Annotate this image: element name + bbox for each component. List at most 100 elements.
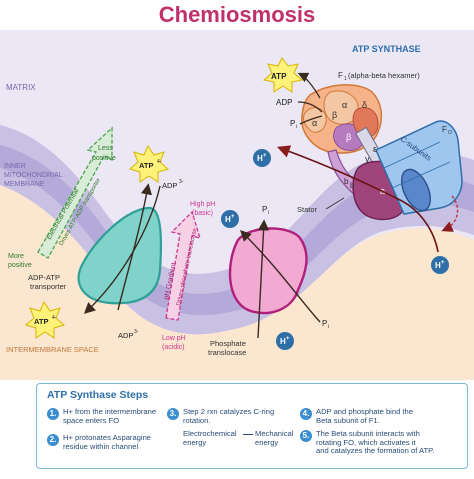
atp4-star-bottom	[24, 300, 66, 339]
greek-beta-2: β	[346, 132, 351, 142]
atp-synthase-label: ATP SYNTHASE	[352, 44, 421, 54]
low-ph-label-1: Low pH	[162, 335, 186, 342]
c-ring-line-2	[391, 161, 451, 189]
adp3-top-label: ADP	[162, 181, 177, 190]
more-positive-2: positive	[8, 262, 32, 269]
adp-atp-transporter-label-2: transporter	[30, 282, 67, 291]
less-positive-2: positive	[92, 155, 116, 162]
greek-gamma: γ	[365, 154, 370, 164]
rotation-arrow	[441, 195, 459, 232]
adp-atp-transporter-label-1: ADP-ATP	[28, 273, 60, 282]
synthase-pi-label: P	[290, 119, 295, 128]
translocase-pi-bottom: P	[322, 319, 327, 328]
inner-membrane-label-3: MEMBRANE	[4, 181, 45, 188]
energy-arrow	[243, 434, 253, 436]
atp4-top-charge: 4-	[157, 159, 162, 165]
atp4-top-label: ATP	[139, 161, 153, 170]
h-plus-left-charge: +	[231, 214, 235, 220]
synthase-adp-label: ADP	[276, 98, 292, 107]
translocase-pi-top: P	[262, 205, 267, 214]
atp-star-synthase	[262, 57, 304, 93]
phosphate-translocase	[228, 227, 308, 315]
h-plus-right-text: H	[435, 261, 441, 270]
adp3-bottom-charge: 3-	[134, 329, 139, 335]
h-plus-synthase: H +	[253, 149, 271, 167]
matrix-label: MATRIX	[6, 83, 36, 92]
atp4-bottom-charge: 4-	[52, 315, 57, 321]
c-ring-end	[400, 168, 432, 212]
steps-panel: ATP Synthase Steps 1. H+ from the interm…	[36, 383, 468, 469]
ph-gradient-arrow	[165, 210, 201, 321]
stator-pointer	[325, 197, 345, 210]
h-plus-left-text: H	[225, 215, 231, 224]
h-plus-right-charge: +	[441, 260, 445, 266]
synthase-pi-sub: i	[296, 124, 297, 130]
high-ph-label-2: (basic)	[192, 210, 213, 217]
electrical-potential-arrow	[37, 126, 113, 259]
step-1-text: H+ from the intermembrane space enters F…	[63, 407, 173, 425]
energy-from-line-1: Electrochemical	[183, 429, 237, 438]
greek-b-1: b	[344, 177, 349, 186]
step-2-text: H+ protonates Asparagine residue within …	[63, 433, 173, 451]
intermembrane-region	[0, 185, 474, 380]
step-3-text: Step 2 rxn catalyzes C-ring rotation.	[183, 407, 293, 425]
h-plus-bottom: H +	[276, 332, 294, 350]
energy-to: Mechanical energy	[255, 429, 293, 447]
step-2-line-2: residue within channel	[63, 441, 139, 451]
step-5-line-2: rotating FO, which activates it	[316, 437, 416, 447]
step-3-badge: 3.	[167, 408, 179, 420]
h-plus-bottom-text: H	[280, 337, 286, 346]
c-ring-line-1	[383, 141, 441, 169]
f1-sub: 1	[344, 76, 347, 82]
translocase-arrow-2	[240, 230, 321, 323]
h-plus-bottom-charge: +	[286, 336, 290, 342]
transporter-arrow-down	[83, 185, 161, 314]
phosphate-translocase-label-1: Phosphate	[210, 339, 246, 348]
step-5-badge: 5.	[300, 430, 312, 442]
low-ph-label-2: (acidic)	[162, 344, 185, 351]
energy-to-line-2: energy	[255, 437, 279, 447]
more-positive-1: More	[8, 253, 24, 260]
step-4-badge: 4.	[300, 408, 312, 420]
f1-alpha-lobe-1	[303, 107, 327, 133]
atp-synthase-product: ATP	[271, 72, 287, 81]
adp-to-f1-arrow	[297, 101, 323, 113]
step-4-line-1: ADP and phosphate bind the	[316, 407, 413, 416]
greek-alpha-1: α	[342, 100, 347, 110]
atp4-star-top	[128, 144, 170, 183]
f1-label: F	[338, 71, 343, 80]
inner-membrane-label-1: INNER	[4, 163, 26, 170]
step-2-line-1: H+ protonates Asparagine	[63, 433, 152, 442]
step-4-line-2: Beta subunit of F1.	[316, 415, 380, 425]
energy-from: Electrochemical energy	[183, 429, 237, 447]
proton-path-arrow	[276, 145, 439, 253]
greek-epsilon: ε	[373, 144, 377, 154]
intermembrane-space-label: INTERMEMBRANE SPACE	[6, 345, 99, 354]
pi-to-f1-arrow	[299, 115, 323, 125]
h-plus-synthase-text: H	[257, 154, 263, 163]
step-4-text: ADP and phosphate bind the Beta subunit …	[316, 407, 466, 425]
steps-title: ATP Synthase Steps	[47, 389, 149, 401]
atp4-bottom-label: ATP	[34, 317, 48, 326]
step-5-text: The Beta subunit interacts with rotating…	[316, 429, 466, 456]
step-1-badge: 1.	[47, 408, 59, 420]
adp-atp-transporter	[77, 206, 163, 305]
adp3-bottom-label: ADP	[118, 331, 133, 340]
step-3-line-1: Step 2 rxn catalyzes C-ring	[183, 407, 275, 416]
translocase-arrow-1	[257, 219, 270, 339]
phosphate-translocase-label-2: translocase	[208, 348, 246, 357]
step-5-line-1: The Beta subunit interacts with	[316, 429, 420, 438]
h-plus-right: H +	[431, 256, 449, 274]
greek-alpha-2: α	[312, 118, 317, 128]
inner-membrane-label-2: MITOCHONDRIAL	[4, 172, 63, 179]
h-plus-synthase-charge: +	[263, 153, 267, 159]
greek-b-2: b	[350, 181, 355, 190]
greek-delta: δ	[362, 100, 367, 110]
high-ph-label-1: High pH	[190, 201, 215, 208]
c-ring	[375, 120, 463, 215]
h-plus-left: H +	[221, 210, 239, 228]
less-positive-1: Less	[98, 145, 113, 152]
energy-from-line-2: energy	[183, 437, 207, 447]
translocase-pi-top-sub: i	[268, 210, 269, 216]
